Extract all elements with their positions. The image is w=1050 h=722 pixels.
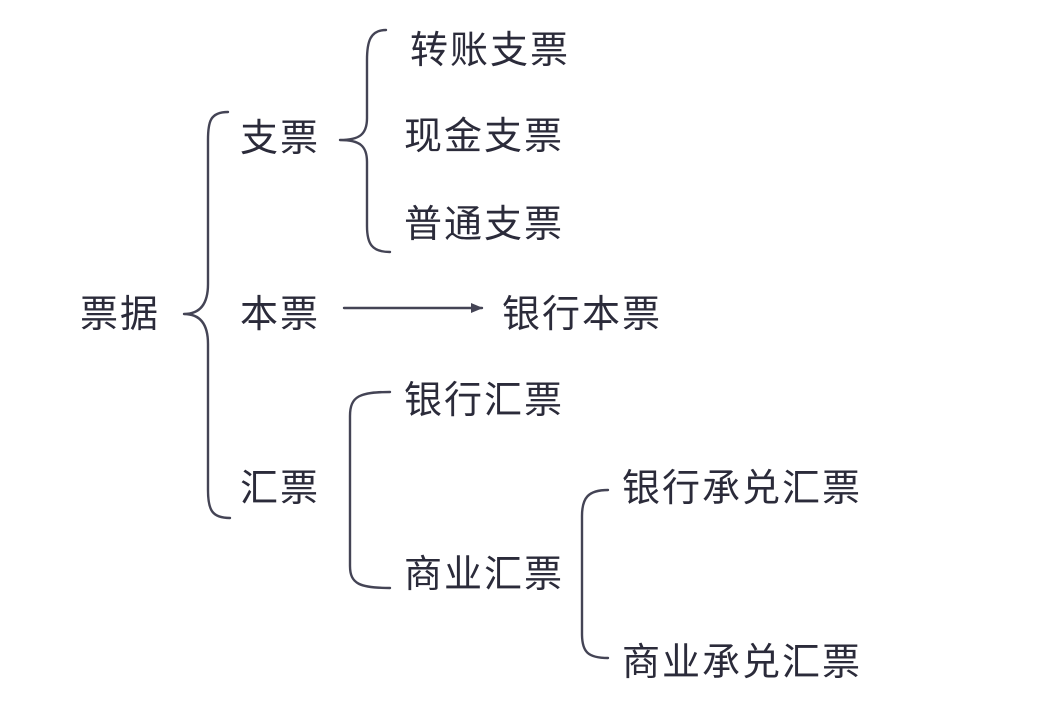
node-commercial-draft: 商业汇票 — [404, 552, 565, 596]
node-root-bill: 票据 — [80, 292, 161, 336]
node-promissory-note: 本票 — [240, 292, 321, 336]
node-commercial-acceptance-bill: 商业承兑汇票 — [622, 640, 863, 684]
node-ordinary-check: 普通支票 — [404, 202, 565, 246]
commercial-draft-bracket — [580, 488, 610, 660]
draft-bracket — [348, 390, 392, 590]
root-brace — [182, 110, 232, 520]
check-brace — [338, 28, 392, 254]
node-bank-draft: 银行汇票 — [404, 378, 565, 422]
node-check: 支票 — [240, 116, 321, 160]
node-bank-acceptance-bill: 银行承兑汇票 — [622, 466, 863, 510]
node-transfer-check: 转账支票 — [410, 28, 571, 72]
node-draft: 汇票 — [240, 466, 321, 510]
node-cash-check: 现金支票 — [404, 114, 565, 158]
node-bank-promissory-note: 银行本票 — [502, 292, 663, 336]
